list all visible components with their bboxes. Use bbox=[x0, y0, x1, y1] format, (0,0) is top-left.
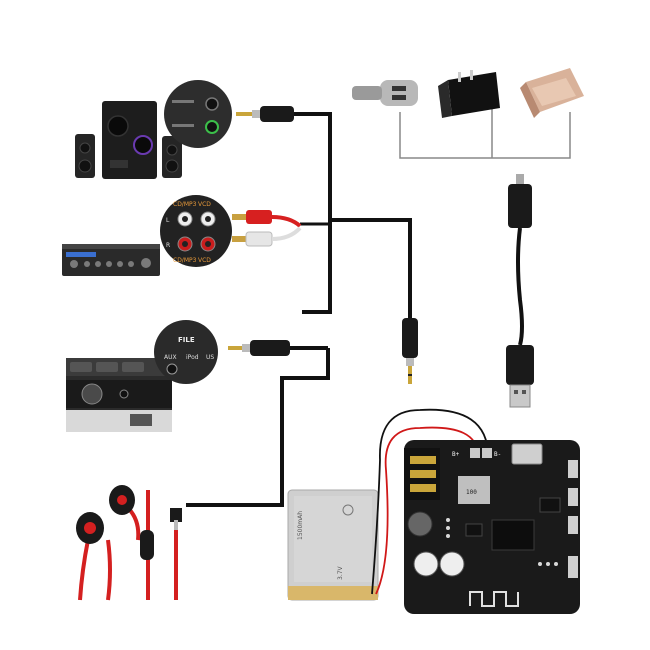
earphones bbox=[76, 485, 182, 601]
branch-wire bbox=[330, 218, 412, 318]
charger-bracket bbox=[399, 108, 571, 159]
car-aux-label: AUX bbox=[164, 354, 177, 361]
speaker-system bbox=[75, 80, 294, 179]
module-minus-label: B- bbox=[494, 451, 501, 458]
car-usb-label: US bbox=[206, 354, 214, 361]
rca-cable bbox=[232, 210, 302, 247]
amplifier: CD/MP3 VCD L R CD/MP3 VCD bbox=[62, 195, 302, 276]
amp-label-left: L bbox=[166, 217, 170, 224]
amp-label-right: R bbox=[166, 242, 170, 249]
amp-label-bottom2: VCD bbox=[198, 257, 211, 264]
battery-leads bbox=[371, 408, 489, 595]
center-aux-plug bbox=[402, 318, 418, 384]
amp-label-top2: VCD bbox=[198, 201, 211, 208]
amp-label-top: CD/MP3 bbox=[173, 201, 197, 208]
module-plus-label: B+ bbox=[452, 451, 460, 458]
lipo-battery: 1500mAh 3.7V bbox=[287, 489, 379, 601]
car-aux-plug bbox=[228, 340, 290, 356]
car-file-label: FILE bbox=[178, 336, 195, 344]
car-ipod-label: iPod bbox=[186, 354, 199, 361]
amp-label-bottom: CD/MP3 bbox=[173, 257, 197, 264]
battery-voltage: 3.7V bbox=[337, 565, 344, 580]
car-aux-panel bbox=[154, 320, 218, 384]
aux-wiring bbox=[186, 112, 412, 507]
speaker-jack-panel bbox=[164, 80, 232, 148]
car-charger bbox=[352, 80, 418, 106]
bluetooth-module: B+ B- 100 bbox=[404, 440, 580, 614]
micro-usb-cable bbox=[506, 174, 534, 408]
rca-jack-panel bbox=[160, 195, 232, 267]
battery-capacity: 1500mAh bbox=[297, 511, 304, 540]
power-bank bbox=[520, 68, 584, 118]
module-inductor-label: 100 bbox=[466, 489, 477, 496]
earphone-wire bbox=[186, 348, 330, 507]
speaker-aux-plug bbox=[236, 106, 294, 122]
car-stereo: FILE AUX iPod US bbox=[66, 320, 290, 432]
speaker-wire bbox=[292, 112, 332, 314]
wall-charger bbox=[438, 70, 500, 118]
